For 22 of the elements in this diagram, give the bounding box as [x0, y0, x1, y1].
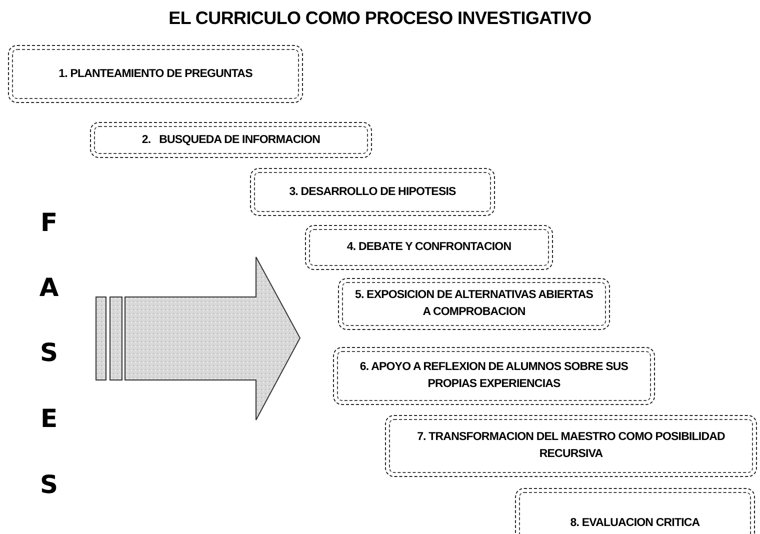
phase-box [515, 488, 755, 534]
phase-box [8, 45, 303, 103]
vertical-letter: S [38, 470, 59, 499]
phase-label: 5. EXPOSICION DE ALTERNATIVAS ABIERTAS A COMPROBACION [354, 288, 594, 320]
phase-label: 8. EVALUACION CRITICA [570, 516, 700, 531]
phase-label: 2. BUSQUEDA DE INFORMACION [142, 132, 320, 148]
phase-box [333, 347, 655, 405]
vertical-letter: S [38, 338, 59, 367]
vertical-letter: E [39, 404, 59, 433]
phase-label: 4. DEBATE Y CONFRONTACION [346, 240, 512, 256]
vertical-letter: F [39, 208, 59, 237]
diagram-title: EL CURRICULO COMO PROCESO INVESTIGATIVO [168, 8, 592, 29]
phase-box [305, 225, 553, 270]
phase-label: 3. DESARROLLO DE HIPOTESIS [289, 184, 456, 200]
phase-box [250, 168, 495, 216]
phase-box [338, 278, 610, 330]
phase-box [90, 122, 372, 158]
phase-label: 7. TRANSFORMACION DEL MAESTRO COMO POSIBILIDAD RECURSIVA [416, 430, 726, 462]
vertical-letter: A [38, 273, 60, 302]
phase-label: 1. PLANTEAMIENTO DE PREGUNTAS [58, 66, 252, 82]
phase-label: 6. APOYO A REFLEXION DE ALUMNOS SOBRE SUS PROPIAS EXPERIENCIAS [358, 360, 630, 392]
phase-box [385, 415, 757, 477]
